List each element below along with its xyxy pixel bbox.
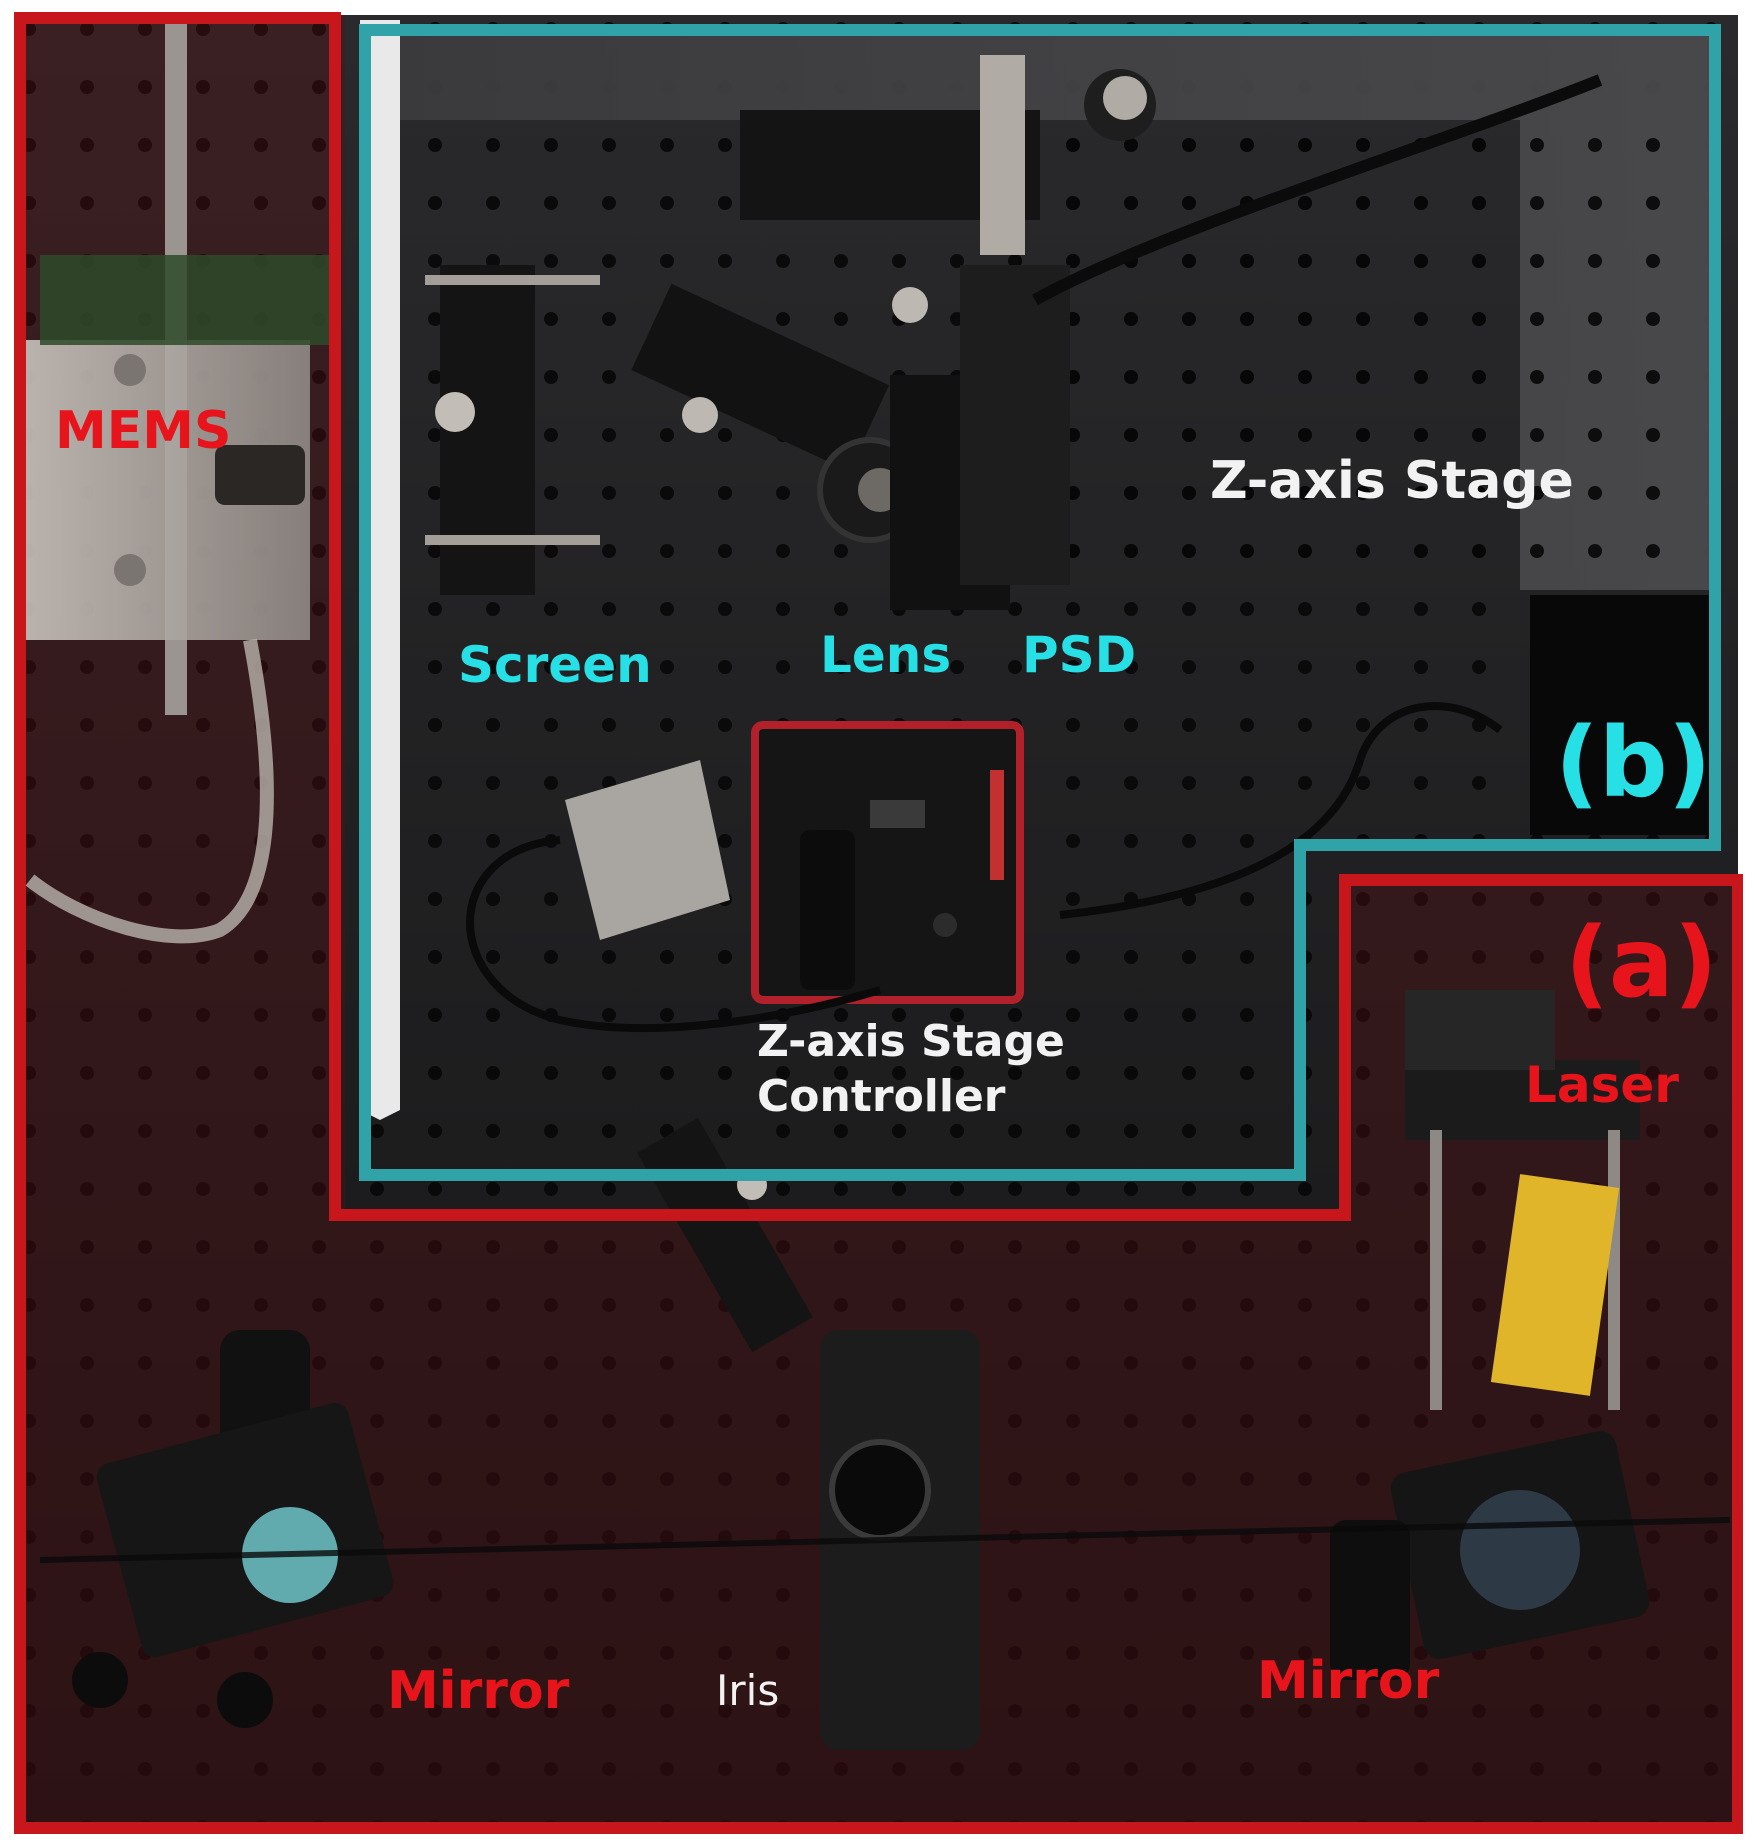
controller-cable [466, 836, 882, 1033]
lens-label: Lens [820, 626, 952, 684]
laser-label: Laser [1525, 1056, 1679, 1114]
psd-screw [892, 287, 928, 323]
controller-menu-button [933, 913, 957, 937]
laser-body [1405, 1060, 1640, 1140]
laser-top [1405, 990, 1555, 1070]
screen-mount-rod-top [425, 275, 600, 285]
iris-label: Iris [716, 1666, 780, 1715]
lens-screw [682, 397, 718, 433]
psd-label: PSD [1022, 626, 1137, 684]
region-a-outline [14, 12, 1744, 1834]
controller-label-line1: Z-axis Stage [757, 1016, 1065, 1067]
laser-rod-2 [1608, 1130, 1620, 1410]
controller-tape [800, 830, 855, 990]
lens-slot-plate [631, 283, 890, 472]
controller-label-line2: Controller [757, 1071, 1006, 1122]
iris-aperture [829, 1439, 931, 1541]
screen-mount-rod-bottom [425, 535, 600, 545]
right-mirror-surface [1460, 1490, 1580, 1610]
mems-screw-bottom [114, 554, 146, 586]
controller-cable-right [1059, 702, 1503, 919]
lens-cap [1103, 76, 1147, 120]
laser-label [1490, 1174, 1620, 1396]
left-mirror-mount [96, 1402, 394, 1658]
left-mirror-knob-1 [72, 1652, 128, 1708]
screen-label: Screen [458, 636, 652, 694]
mirror-left-label: Mirror [387, 1661, 570, 1721]
rail [39, 1517, 1731, 1563]
region-a-tint [18, 15, 1738, 1830]
right-mirror-post [1330, 1520, 1410, 1680]
screen-screw [435, 392, 475, 432]
stage-controller [751, 721, 1024, 1004]
flex-cable [25, 638, 274, 944]
z-axis-stage-holes [1020, 130, 1700, 570]
left-mirror-knob-2 [217, 1672, 273, 1728]
region-b-outline [359, 24, 1721, 1181]
psd-cable [1032, 74, 1603, 306]
controller-body [751, 721, 1024, 1004]
mems-mirror [215, 445, 305, 505]
right-mirror-assembly [1330, 1431, 1650, 1680]
controller-brand-stripe [990, 770, 1004, 880]
mems-label: MEMS [55, 401, 232, 461]
laser-rod-1 [1430, 1130, 1442, 1410]
panel-a-label: (a) [1565, 907, 1718, 1019]
laser-assembly [1405, 990, 1640, 1410]
mems-pcb [40, 255, 340, 345]
controller-knob [870, 800, 925, 828]
mirror-right-label: Mirror [1257, 1651, 1440, 1711]
dsub-connector [565, 760, 730, 940]
mems-screw-top [114, 354, 146, 386]
z-axis-stage-label: Z-axis Stage [1210, 451, 1574, 511]
dark-box [1530, 595, 1715, 835]
lens-post [980, 55, 1025, 255]
panel-b-label: (b) [1555, 707, 1712, 819]
psd-post [960, 265, 1070, 585]
